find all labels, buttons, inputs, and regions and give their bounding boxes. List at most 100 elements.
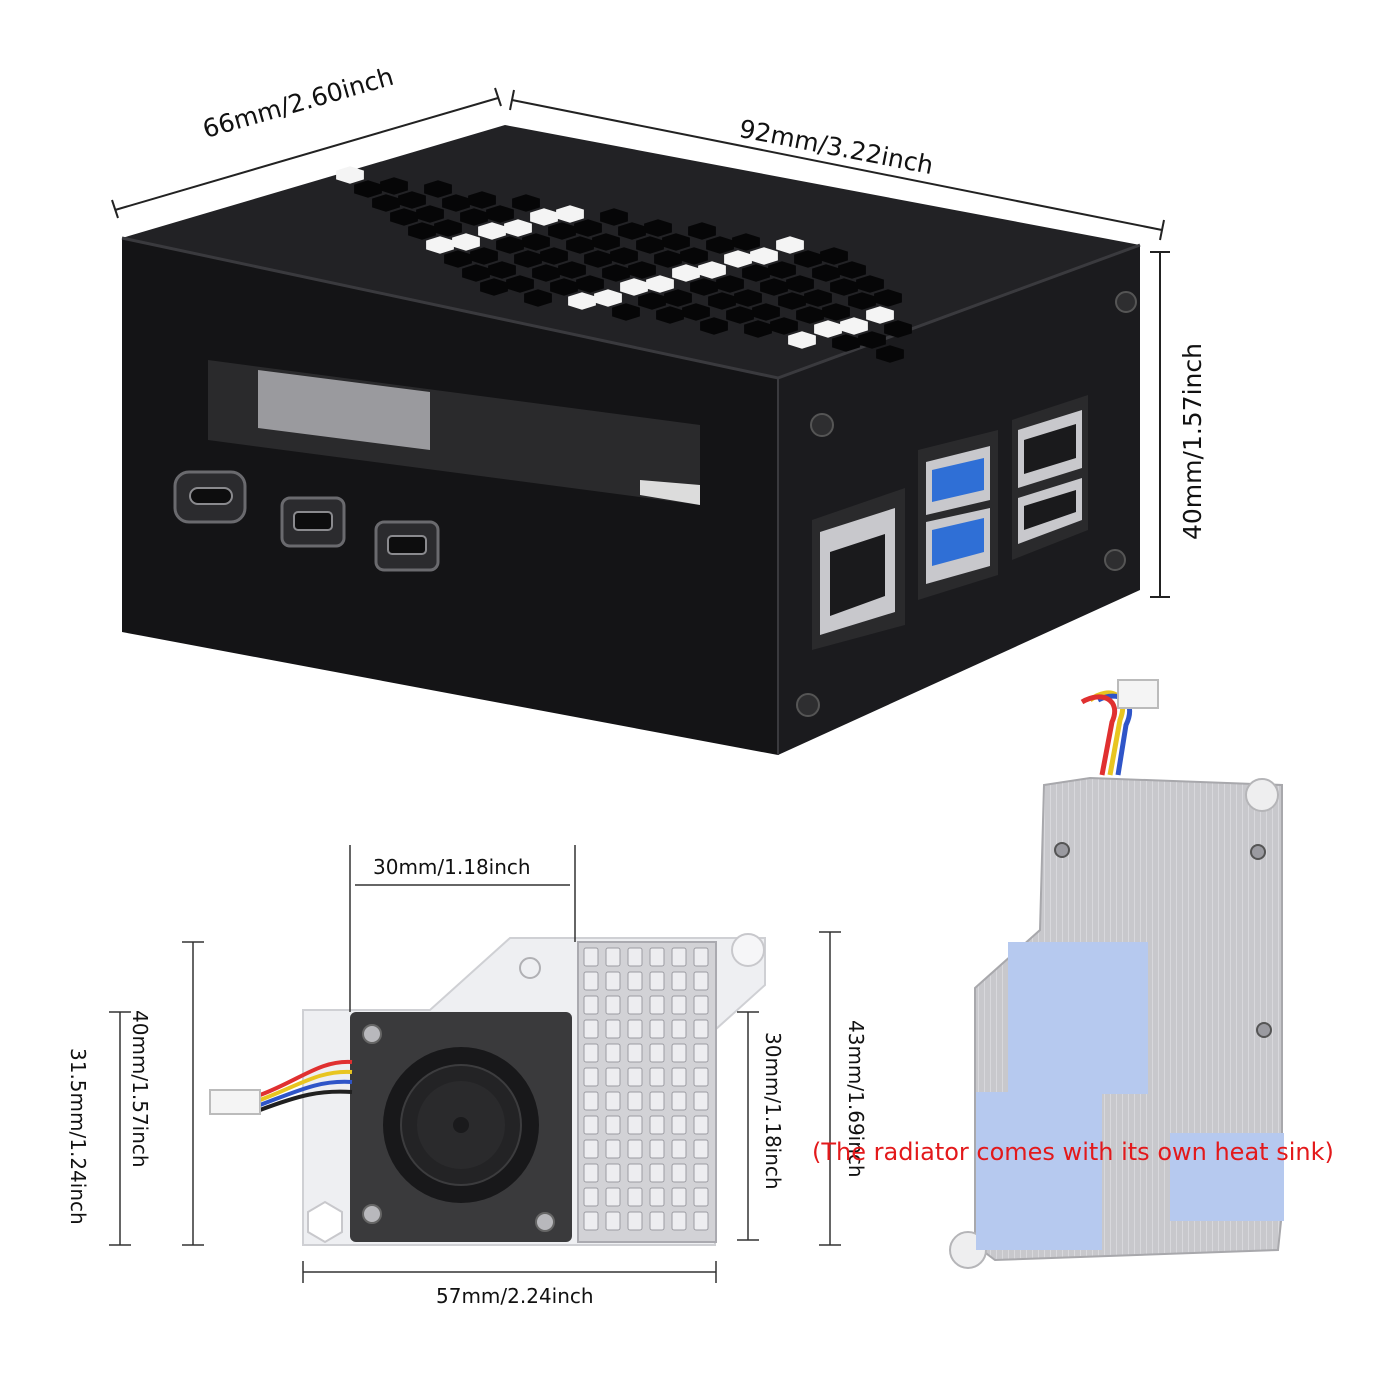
heatsink-fin xyxy=(693,1115,709,1135)
heatsink-fin xyxy=(649,1211,665,1231)
fan-height-label: 30mm/1.18inch xyxy=(761,1032,785,1190)
heatsink-fin xyxy=(605,1067,621,1087)
vent-hole xyxy=(594,289,622,307)
heatsink-fin xyxy=(627,1043,643,1063)
vent-hole xyxy=(752,303,780,321)
vent-hole xyxy=(628,261,656,279)
heatsink-fin xyxy=(693,995,709,1015)
vent-hole xyxy=(452,233,480,251)
heatsink-fin xyxy=(671,1211,687,1231)
vent-hole xyxy=(638,292,666,310)
heatsink-fin xyxy=(693,1067,709,1087)
vent-hole xyxy=(398,191,426,209)
vent-hole xyxy=(848,292,876,310)
vent-hole xyxy=(822,303,850,321)
heatsink-fin xyxy=(627,995,643,1015)
vent-hole xyxy=(708,292,736,310)
vent-hole xyxy=(610,247,638,265)
fan-cable-connector xyxy=(209,1059,353,1115)
vent-hole xyxy=(830,278,858,296)
vent-hole xyxy=(496,236,524,254)
honeycomb-vent xyxy=(336,166,912,363)
heatsink-fin xyxy=(693,1091,709,1111)
heat-sink-note: (The radiator comes with its own heat si… xyxy=(812,1138,1334,1166)
heatsink-fin xyxy=(671,995,687,1015)
vent-hole xyxy=(866,306,894,324)
vent-hole xyxy=(504,219,532,237)
vent-hole xyxy=(664,289,692,307)
heatsink-fin xyxy=(583,1115,599,1135)
vent-hole xyxy=(838,261,866,279)
heatsink-fin xyxy=(605,1043,621,1063)
cooler-fan xyxy=(350,1012,572,1242)
vent-hole xyxy=(480,278,508,296)
heatsink-fin xyxy=(583,1187,599,1207)
usb2-port-pair xyxy=(1012,395,1088,560)
vent-hole xyxy=(874,289,902,307)
vent-hole xyxy=(390,208,418,226)
heatsink-fin xyxy=(693,1211,709,1231)
vent-hole xyxy=(336,166,364,184)
vent-hole xyxy=(656,306,684,324)
vent-hole xyxy=(522,233,550,251)
vent-hole xyxy=(602,264,630,282)
heatsink-fin xyxy=(605,1211,621,1231)
vent-hole xyxy=(636,236,664,254)
vent-hole xyxy=(778,292,806,310)
heatsink-fin xyxy=(649,1091,665,1111)
vent-hole xyxy=(768,261,796,279)
heatsink-fin xyxy=(693,971,709,991)
usb-c-port xyxy=(173,470,247,524)
vent-hole xyxy=(442,194,470,212)
vent-hole xyxy=(488,261,516,279)
vent-hole xyxy=(680,247,708,265)
vent-hole xyxy=(612,303,640,321)
heatsink-fin xyxy=(671,1043,687,1063)
case-dimension-lines xyxy=(111,87,1170,598)
ethernet-port xyxy=(812,488,905,650)
vent-hole xyxy=(698,261,726,279)
heatsink-fin xyxy=(649,1163,665,1183)
vent-hole xyxy=(620,278,648,296)
vent-hole xyxy=(506,275,534,293)
vent-hole xyxy=(820,247,848,265)
vent-hole xyxy=(840,317,868,335)
vent-hole xyxy=(512,194,540,212)
vent-hole xyxy=(478,222,506,240)
heatsink-fin xyxy=(627,971,643,991)
vent-hole xyxy=(416,205,444,223)
vent-hole xyxy=(804,289,832,307)
vent-hole xyxy=(550,278,578,296)
vent-hole xyxy=(876,345,904,363)
vent-hole xyxy=(646,275,674,293)
heatsink-fin xyxy=(693,947,709,967)
vent-hole xyxy=(530,208,558,226)
fan-body-label: 31.5mm/1.24inch xyxy=(66,1048,90,1225)
vent-hole xyxy=(540,247,568,265)
heatsink-fin xyxy=(583,1019,599,1039)
heatsink-fin xyxy=(583,1211,599,1231)
heatsink-fin xyxy=(671,1067,687,1087)
fan-width-label: 30mm/1.18inch xyxy=(373,855,531,879)
vent-hole xyxy=(716,275,744,293)
vent-hole xyxy=(576,275,604,293)
vent-hole xyxy=(776,236,804,254)
vent-hole xyxy=(682,303,710,321)
heatsink-fin xyxy=(605,1115,621,1135)
vent-hole xyxy=(700,317,728,335)
heatsink-fin xyxy=(605,1187,621,1207)
case-screws xyxy=(796,291,1137,717)
vent-hole xyxy=(884,320,912,338)
vent-hole xyxy=(574,219,602,237)
vent-hole xyxy=(724,250,752,268)
vent-hole xyxy=(742,264,770,282)
heatsink-fin xyxy=(627,1067,643,1087)
vent-hole xyxy=(744,320,772,338)
vent-hole xyxy=(524,289,552,307)
heatsink-fin xyxy=(627,1091,643,1111)
vent-hole xyxy=(662,233,690,251)
vent-hole xyxy=(584,250,612,268)
heatsink-fin xyxy=(583,1043,599,1063)
heatsink-fin xyxy=(693,1163,709,1183)
thermal-pads xyxy=(976,942,1284,1250)
